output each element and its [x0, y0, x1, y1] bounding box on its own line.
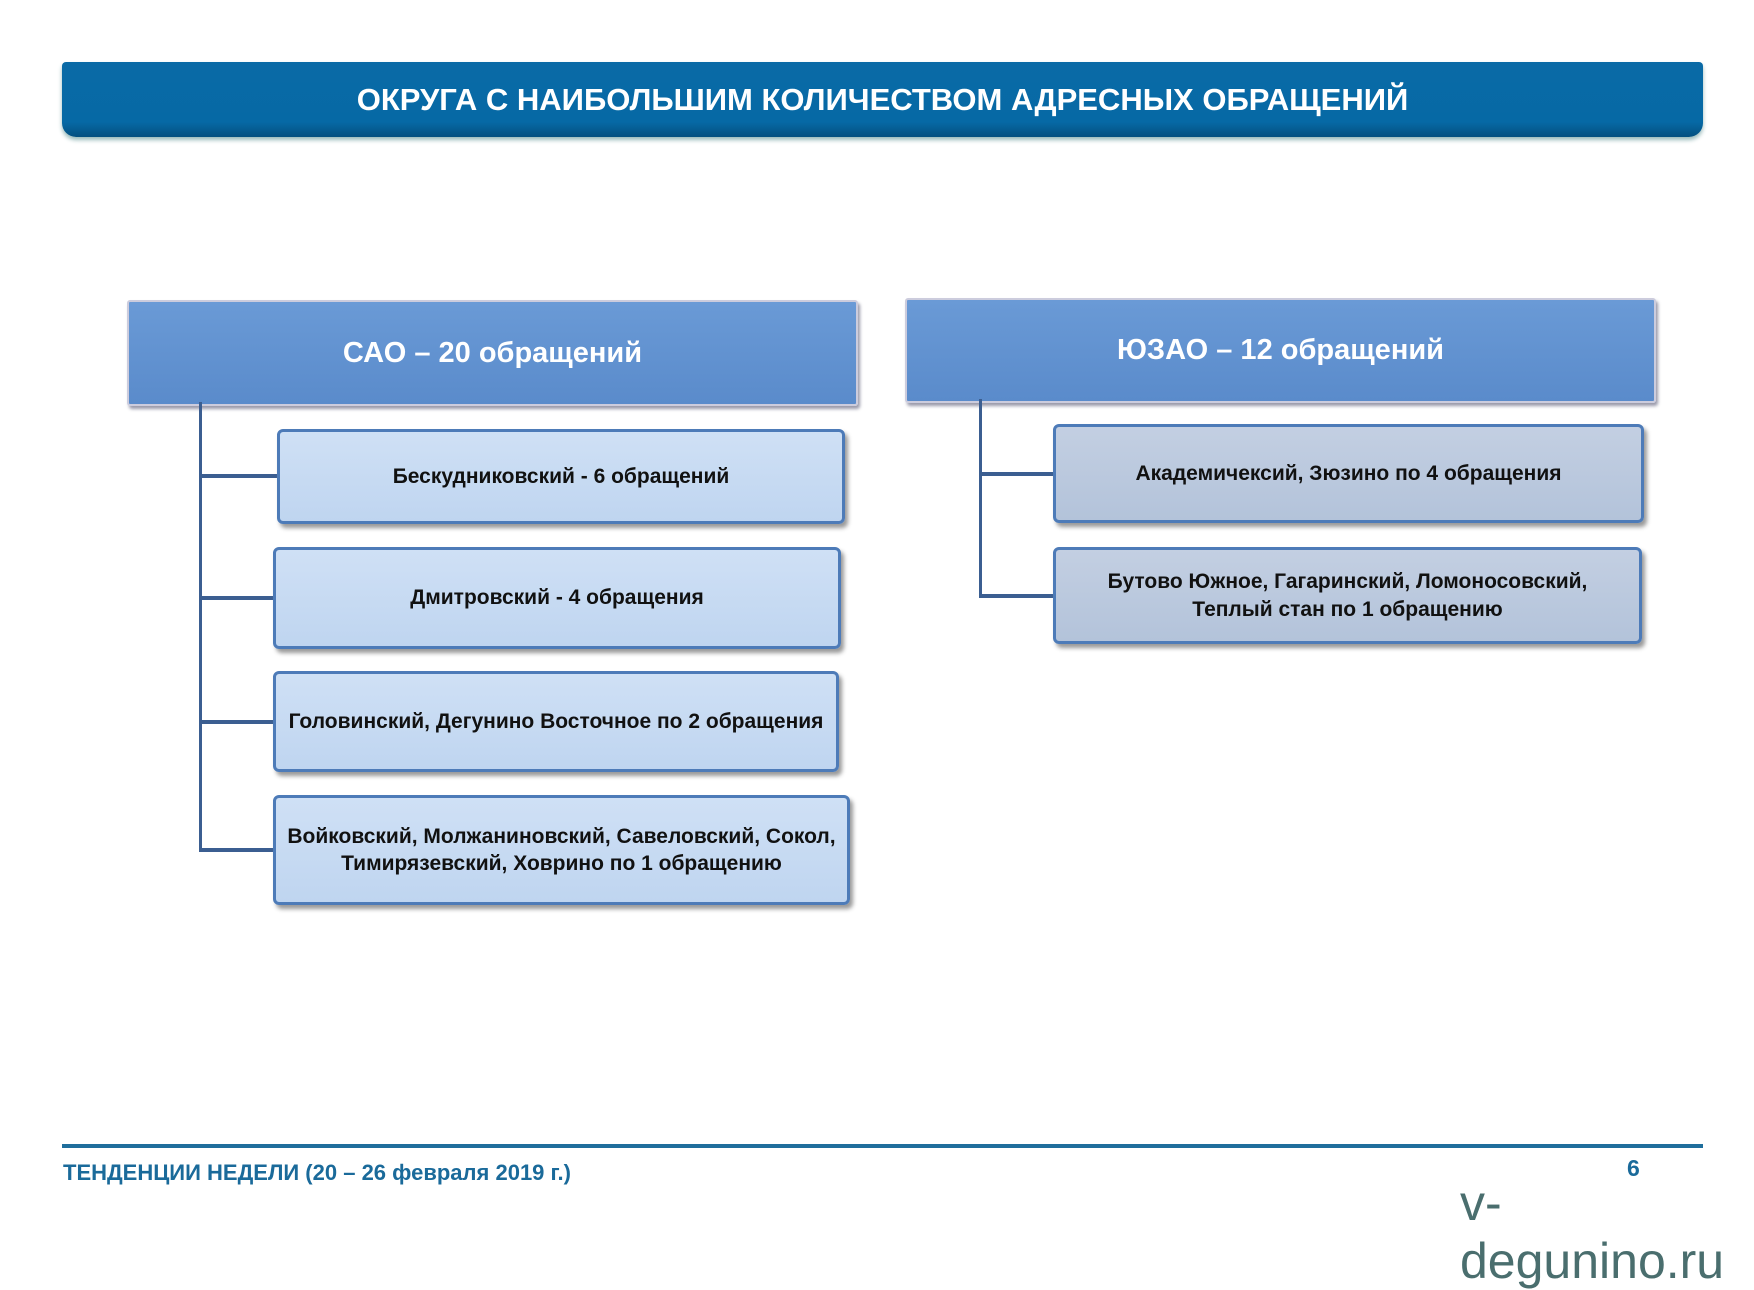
- sao-item: Войковский, Молжаниновский, Савеловский,…: [273, 795, 850, 905]
- watermark: v-degunino.ru: [1460, 1175, 1725, 1289]
- footer-divider: [62, 1144, 1703, 1148]
- sao-item: Головинский, Дегунино Восточное по 2 обр…: [273, 671, 839, 772]
- slide-title: ОКРУГА С НАИБОЛЬШИМ КОЛИЧЕСТВОМ АДРЕСНЫХ…: [62, 62, 1703, 137]
- sao-connector-line: [199, 402, 202, 852]
- sao-header-box: САО – 20 обращений: [127, 300, 858, 406]
- page-number: 6: [1627, 1155, 1640, 1181]
- sao-item: Бескудниковский - 6 обращений: [277, 429, 845, 524]
- connector: [979, 472, 1055, 476]
- connector: [979, 594, 1055, 598]
- footer-text: ТЕНДЕНЦИИ НЕДЕЛИ (20 – 26 февраля 2019 г…: [63, 1160, 571, 1185]
- yuzao-header-box: ЮЗАО – 12 обращений: [905, 298, 1656, 403]
- yuzao-item: Бутово Южное, Гагаринский, Ломоносовский…: [1053, 547, 1642, 644]
- yuzao-item: Академичексий, Зюзино по 4 обращения: [1053, 424, 1644, 523]
- connector: [199, 848, 273, 852]
- yuzao-connector-line: [979, 399, 982, 597]
- connector: [199, 474, 277, 478]
- connector: [199, 596, 273, 600]
- connector: [199, 720, 273, 724]
- sao-item: Дмитровский - 4 обращения: [273, 547, 841, 649]
